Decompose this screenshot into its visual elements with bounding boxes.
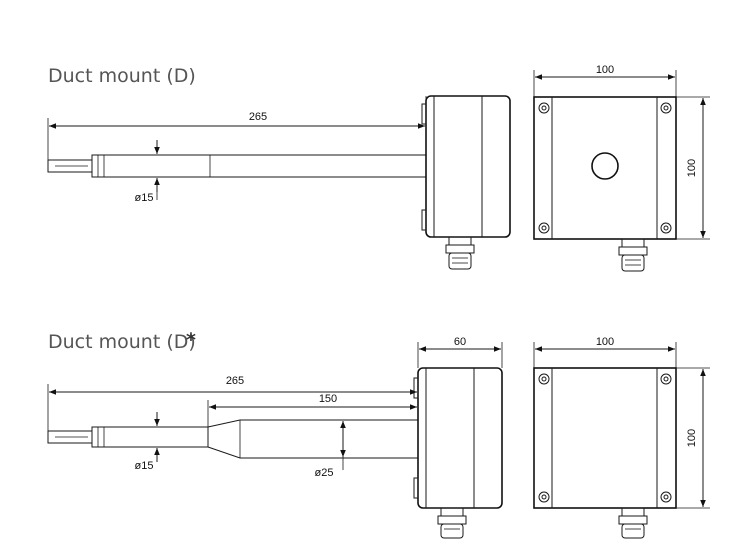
top-side-view: 265 ø15 xyxy=(47,95,511,270)
bottom-housing-side xyxy=(417,367,503,509)
bottom-front-gland xyxy=(618,507,648,539)
top-housing-front xyxy=(533,96,677,240)
bottom-length-label: 265 xyxy=(226,375,244,387)
bottom-cable-gland xyxy=(437,507,467,539)
top-front-window xyxy=(591,152,619,180)
top-section: Duct mount (D) xyxy=(47,64,710,272)
top-length-label: 265 xyxy=(249,111,267,123)
bottom-tube-label: 150 xyxy=(319,393,337,405)
bottom-section: Duct mount (D) * xyxy=(47,329,710,539)
top-front-gland xyxy=(618,238,648,272)
top-height-label: 100 xyxy=(686,159,698,177)
bottom-width-label: 100 xyxy=(596,336,614,348)
top-title: Duct mount (D) xyxy=(48,65,196,87)
bottom-height-label: 100 xyxy=(686,429,698,447)
bottom-title-mark: * xyxy=(186,329,196,351)
bottom-housing-front xyxy=(533,367,677,509)
top-width-label: 100 xyxy=(596,64,614,76)
top-probe-body xyxy=(91,154,427,178)
top-diameter-label: ø15 xyxy=(135,192,154,204)
top-front-view: 100 100 xyxy=(533,64,710,272)
bottom-side-view: 265 150 60 ø15 ø25 xyxy=(47,336,503,539)
top-housing-side xyxy=(425,95,511,238)
top-cable-gland xyxy=(445,236,475,270)
bottom-tube xyxy=(207,419,418,459)
bottom-probe-body xyxy=(91,426,209,448)
bottom-tube-diameter-label: ø25 xyxy=(315,467,334,479)
bottom-diameter-label: ø15 xyxy=(135,460,154,472)
bottom-depth-label: 60 xyxy=(454,336,466,348)
bottom-title: Duct mount (D) xyxy=(48,331,196,353)
bottom-front-view: 100 100 xyxy=(533,336,710,539)
